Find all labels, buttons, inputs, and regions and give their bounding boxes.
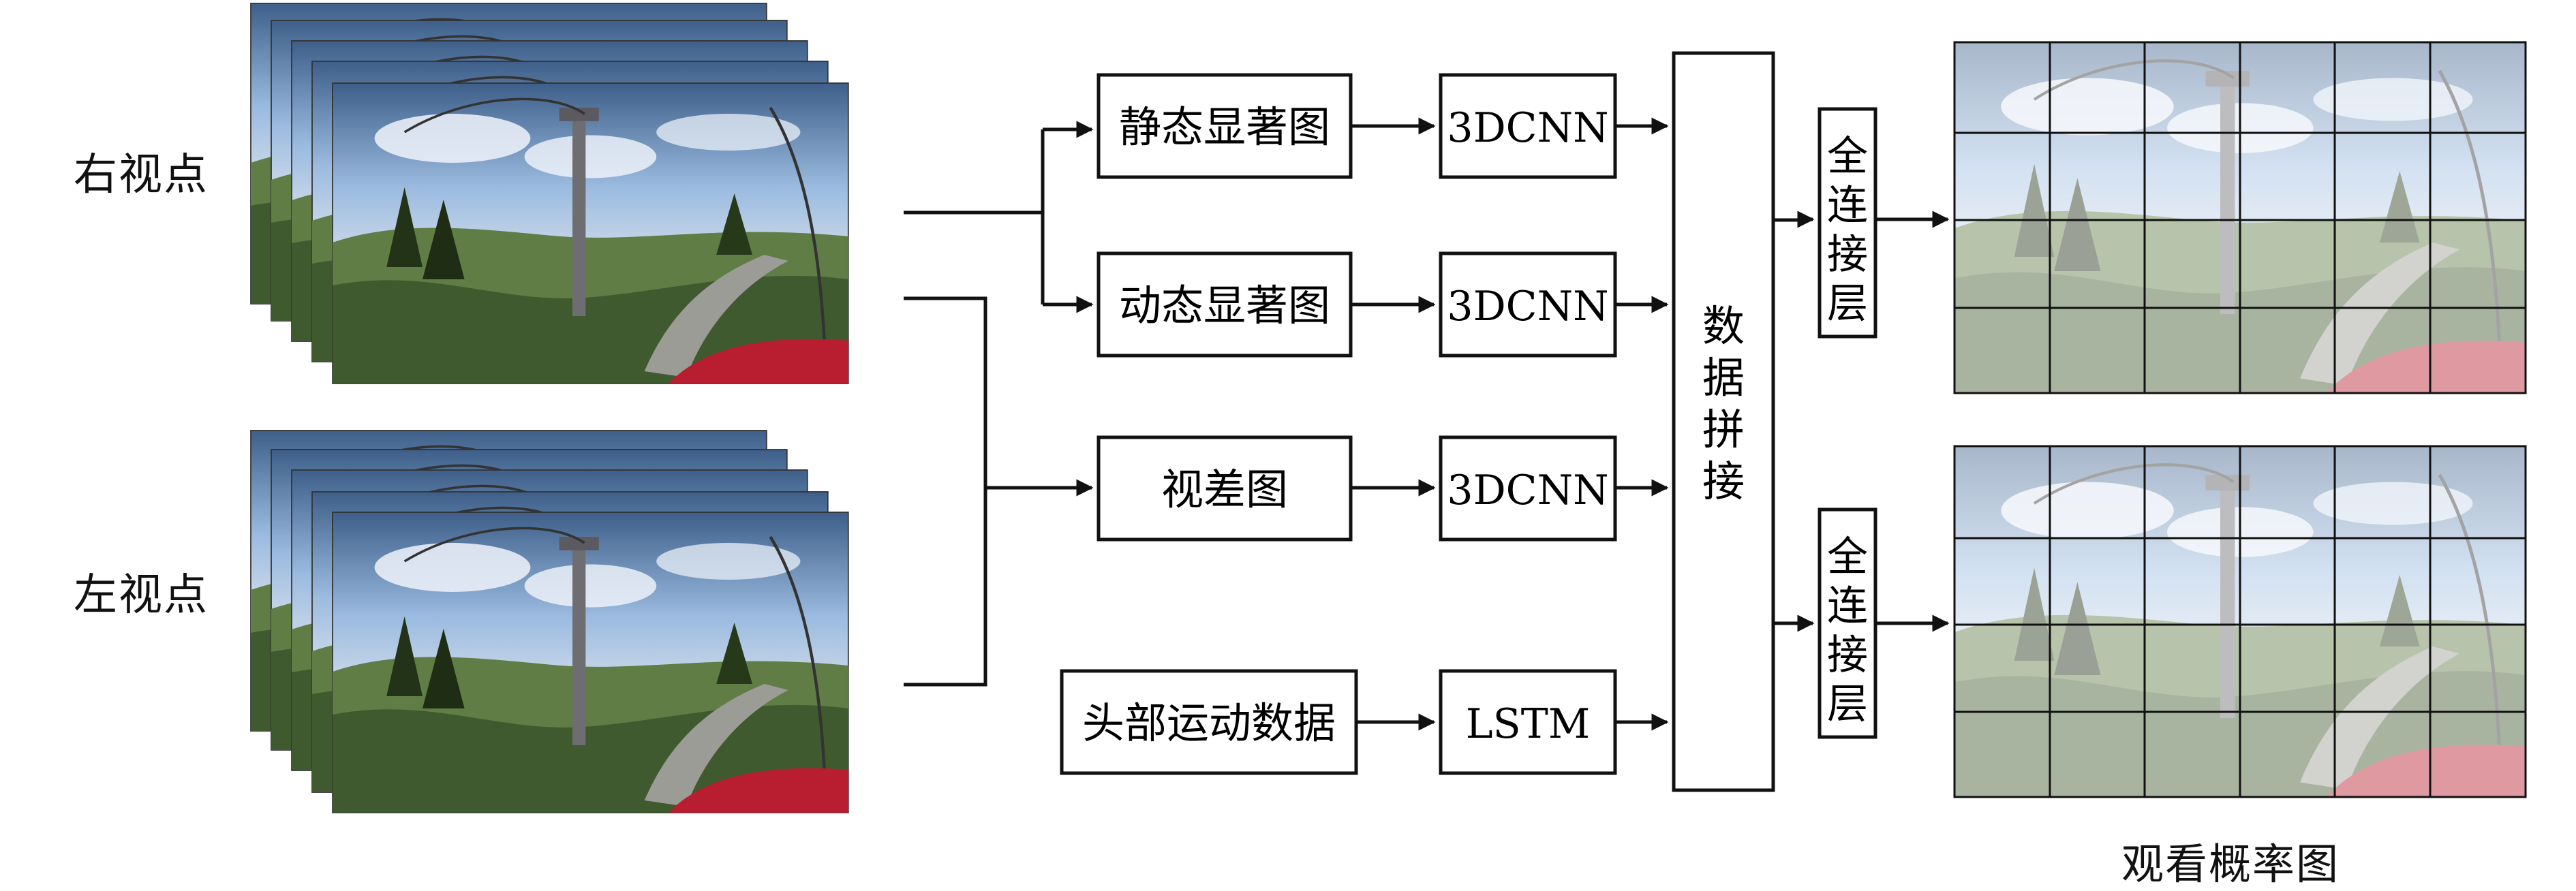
output-probability-map-top [1954, 42, 2526, 393]
fc-box-top [1818, 107, 1877, 339]
svg-text:全连接层: 全连接层 [1827, 133, 1868, 328]
feature-to-model-arrows [1351, 117, 1436, 731]
feature-boxes: 静态显著图 动态显著图 视差图 头部运动数据 [1060, 73, 1358, 775]
static-saliency-label: 静态显著图 [1119, 102, 1330, 152]
left-view-frame-stack [251, 431, 848, 813]
right-view-frame-stack [251, 3, 848, 384]
right-view-label: 右视点 [74, 150, 209, 200]
cnn-label-2: 3DCNN [1447, 283, 1608, 330]
dynamic-saliency-label: 动态显著图 [1119, 281, 1330, 330]
concat-box [1672, 51, 1775, 792]
head-motion-label: 头部运动数据 [1082, 698, 1336, 748]
static-saliency-box [1097, 73, 1353, 179]
left-view-label: 左视点 [74, 570, 209, 621]
svg-text:数据拼接: 数据拼接 [1702, 301, 1745, 506]
lstm-label: LSTM [1466, 700, 1590, 748]
head-motion-box [1060, 669, 1358, 775]
model-boxes: 3DCNN 3DCNN 3DCNN LSTM [1439, 73, 1617, 775]
cnn-box-2 [1439, 251, 1617, 358]
fc-to-output-arrows [1875, 210, 1950, 632]
cnn-label-1: 3DCNN [1447, 104, 1608, 152]
concat-to-fc-arrows [1773, 210, 1815, 632]
fc-label-top: 全连接层 [1827, 133, 1868, 328]
output-label: 观看概率图 [2121, 839, 2340, 889]
cnn-box-3 [1439, 435, 1617, 542]
disparity-label: 视差图 [1161, 465, 1288, 514]
model-to-concat-arrows [1615, 117, 1669, 731]
svg-text:全连接层: 全连接层 [1827, 533, 1868, 728]
output-probability-map-bottom [1954, 446, 2526, 797]
cnn-label-3: 3DCNN [1447, 467, 1608, 514]
cnn-box-1 [1439, 73, 1617, 179]
lstm-box [1439, 669, 1617, 775]
input-connectors [904, 121, 1094, 687]
fc-label-bottom: 全连接层 [1827, 533, 1868, 728]
concat-label: 数据拼接 [1702, 301, 1745, 506]
